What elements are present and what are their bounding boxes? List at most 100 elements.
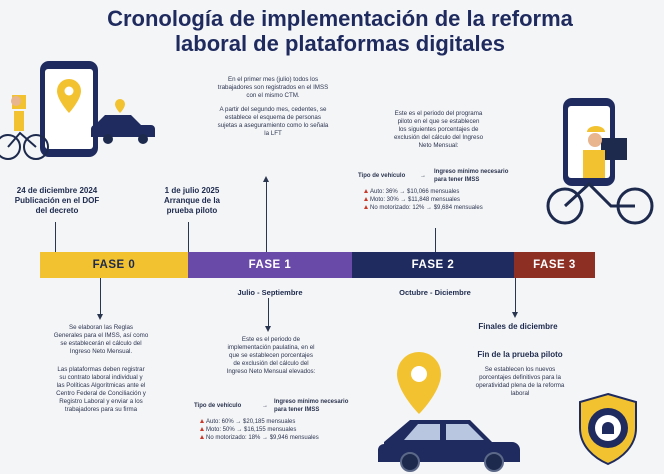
note-line: porcentajes definitivos para la [479,374,561,381]
note-fase1-bottom: Este es el periodo de implementación pau… [196,336,346,376]
phase-3: FASE 3 [514,252,595,278]
table-row: Moto: 30% → $11,848 mensuales [364,196,533,204]
motorbike-icon [364,197,368,202]
connector-line [268,298,269,328]
note-line: su contrato laboral individual y [59,374,143,381]
note-line: Este es el periodo de [241,336,301,343]
milestone-pilot-start: 1 de julio 2025 Arranque de la prueba pi… [142,186,242,216]
table-row: Moto: 50% → $16,155 mensuales [200,426,362,434]
note-fase1-top: En el primer mes (julio) todos los traba… [198,76,348,138]
note-line: que se establecen porcentajes [229,352,313,359]
connector-line [188,222,189,252]
bicycle-icon [364,205,368,210]
note-line: operatividad plena de la reforma [475,382,565,389]
table-header-line: Ingreso mínimo necesario [434,169,509,175]
car-icon [364,189,368,194]
table-header: Ingreso mínimo necesario para tener IMSS [434,168,508,184]
note-line: trabajadores para su firma [64,406,138,413]
note-line: En el primer mes (julio) todos los [227,76,319,83]
note-fase2-top: Este es el periodo del programa piloto e… [366,110,511,150]
pilot-table-phase1: Tipo de vehículo → Ingreso mínimo necesa… [172,398,362,442]
note-line: Se elaboran las Reglas [69,324,133,331]
title-line-1: Cronología de implementación de la refor… [107,6,573,31]
note-line: laboral [510,390,530,397]
delivery-phone-illustration [0,61,155,160]
cyclist-phone-illustration [546,98,654,225]
phase-label: FASE 0 [92,259,136,271]
milestone-desc-line: del decreto [35,206,79,215]
vehicle-cell: No motorizado: 18% [206,435,261,441]
arrow-down-icon [512,312,518,318]
phase-label: FASE 3 [533,259,576,271]
table-header-line: Ingreso mínimo necesario [274,399,349,405]
table-header: Tipo de vehículo [358,173,406,179]
table-row: Auto: 36% → $10,066 mensuales [364,188,533,196]
vehicle-cell: No motorizado: 12% [370,205,425,211]
note-line: implementación paulatina, en el [227,344,315,351]
milestone-end-december: Finales de diciembre [478,322,558,331]
phase-1: FASE 1 [188,252,352,278]
note-line: los siguientes porcentajes de [398,126,479,133]
arrow-right-icon: → [420,173,426,179]
bicycle-icon [200,435,204,440]
note-line: Neto Mensual: [418,142,459,149]
car-icon [200,419,204,424]
table-header-line: para tener IMSS [434,177,480,183]
motorbike-icon [200,427,204,432]
location-pin-icon [397,352,441,414]
milestone-desc-line: prueba piloto [166,206,218,215]
period-fase2: Octubre - Diciembre [399,288,471,297]
vehicle-cell: Auto: 36% [370,189,398,195]
period-fase1: Julio - Septiembre [237,288,303,297]
note-line: sujetas a aseguramiento como lo señala [217,122,329,129]
milestone-desc-line: Arranque de la [163,196,220,205]
table-header: Tipo de vehículo [194,403,242,409]
connector-line [55,222,56,252]
table-header-line: para tener IMSS [274,407,320,413]
car-icon [378,420,520,472]
note-line: exclusión del cálculo del Ingreso [393,134,484,141]
note-line: Las plataformas deben registrar [57,366,145,373]
phase-label: FASE 1 [248,259,292,271]
seal-icon [579,392,637,466]
title-line-2: laboral de plataformas digitales [174,31,506,56]
note-line: A partir del segundo mes, cedentes, se [219,106,327,113]
phone-pin-icon [40,61,98,157]
note-line: piloto en el que se establecen [397,118,480,125]
note-line: Registro Laboral y enviar a los [59,398,143,405]
milestone-dof: 24 de diciembre 2024 Publicación en el D… [2,186,112,216]
note-line: la LFT [264,130,282,137]
note-line: Se establecen los nuevos [484,366,556,373]
arrow-down-icon [265,326,271,332]
milestone-date: 1 de julio 2025 [164,186,220,195]
pilot-table-phase2: Tipo de vehículo → Ingreso mínimo necesa… [358,168,533,212]
note-line: trabajadores son registrados en el IMSS [217,84,329,91]
vehicle-cell: Moto: 30% [370,197,399,203]
note-line: establece el esquema de personas [225,114,321,121]
vehicle-cell: Auto: 60% [206,419,234,425]
table-row: No motorizado: 12% → $9,684 mensuales [364,204,533,212]
note-line: de exclusión del cálculo del [233,360,309,367]
vehicle-cell: Moto: 50% [206,427,235,433]
income-cell: → $9,946 mensuales [262,435,319,441]
note-line: Este es el periodo del programa [394,110,483,117]
table-header: Ingreso mínimo necesario para tener IMSS [274,398,348,414]
income-cell: → $16,155 mensuales [236,427,297,433]
income-cell: → $9,684 mensuales [426,205,483,211]
page-title: Cronología de implementación de la refor… [70,6,610,56]
car-pin-illustration [378,352,520,472]
car-icon [91,99,155,144]
phase-label: FASE 2 [411,259,455,271]
phase-2: FASE 2 [352,252,514,278]
arrow-up-icon [263,176,269,182]
note-line: con el mismo CTM. [246,92,300,99]
connector-line [435,228,436,252]
note-line: Ingreso Neto Mensual. [69,348,133,355]
table-row: No motorizado: 18% → $9,946 mensuales [200,434,362,442]
milestone-desc-line: Publicación en el DOF [14,196,100,205]
arrow-down-icon [97,314,103,320]
connector-line [266,181,267,252]
cyclist-icon [546,126,654,225]
milestone-pilot-end: Fin de la prueba piloto [477,350,563,359]
note-line: Ingreso Neto Mensual elevados: [226,368,316,375]
